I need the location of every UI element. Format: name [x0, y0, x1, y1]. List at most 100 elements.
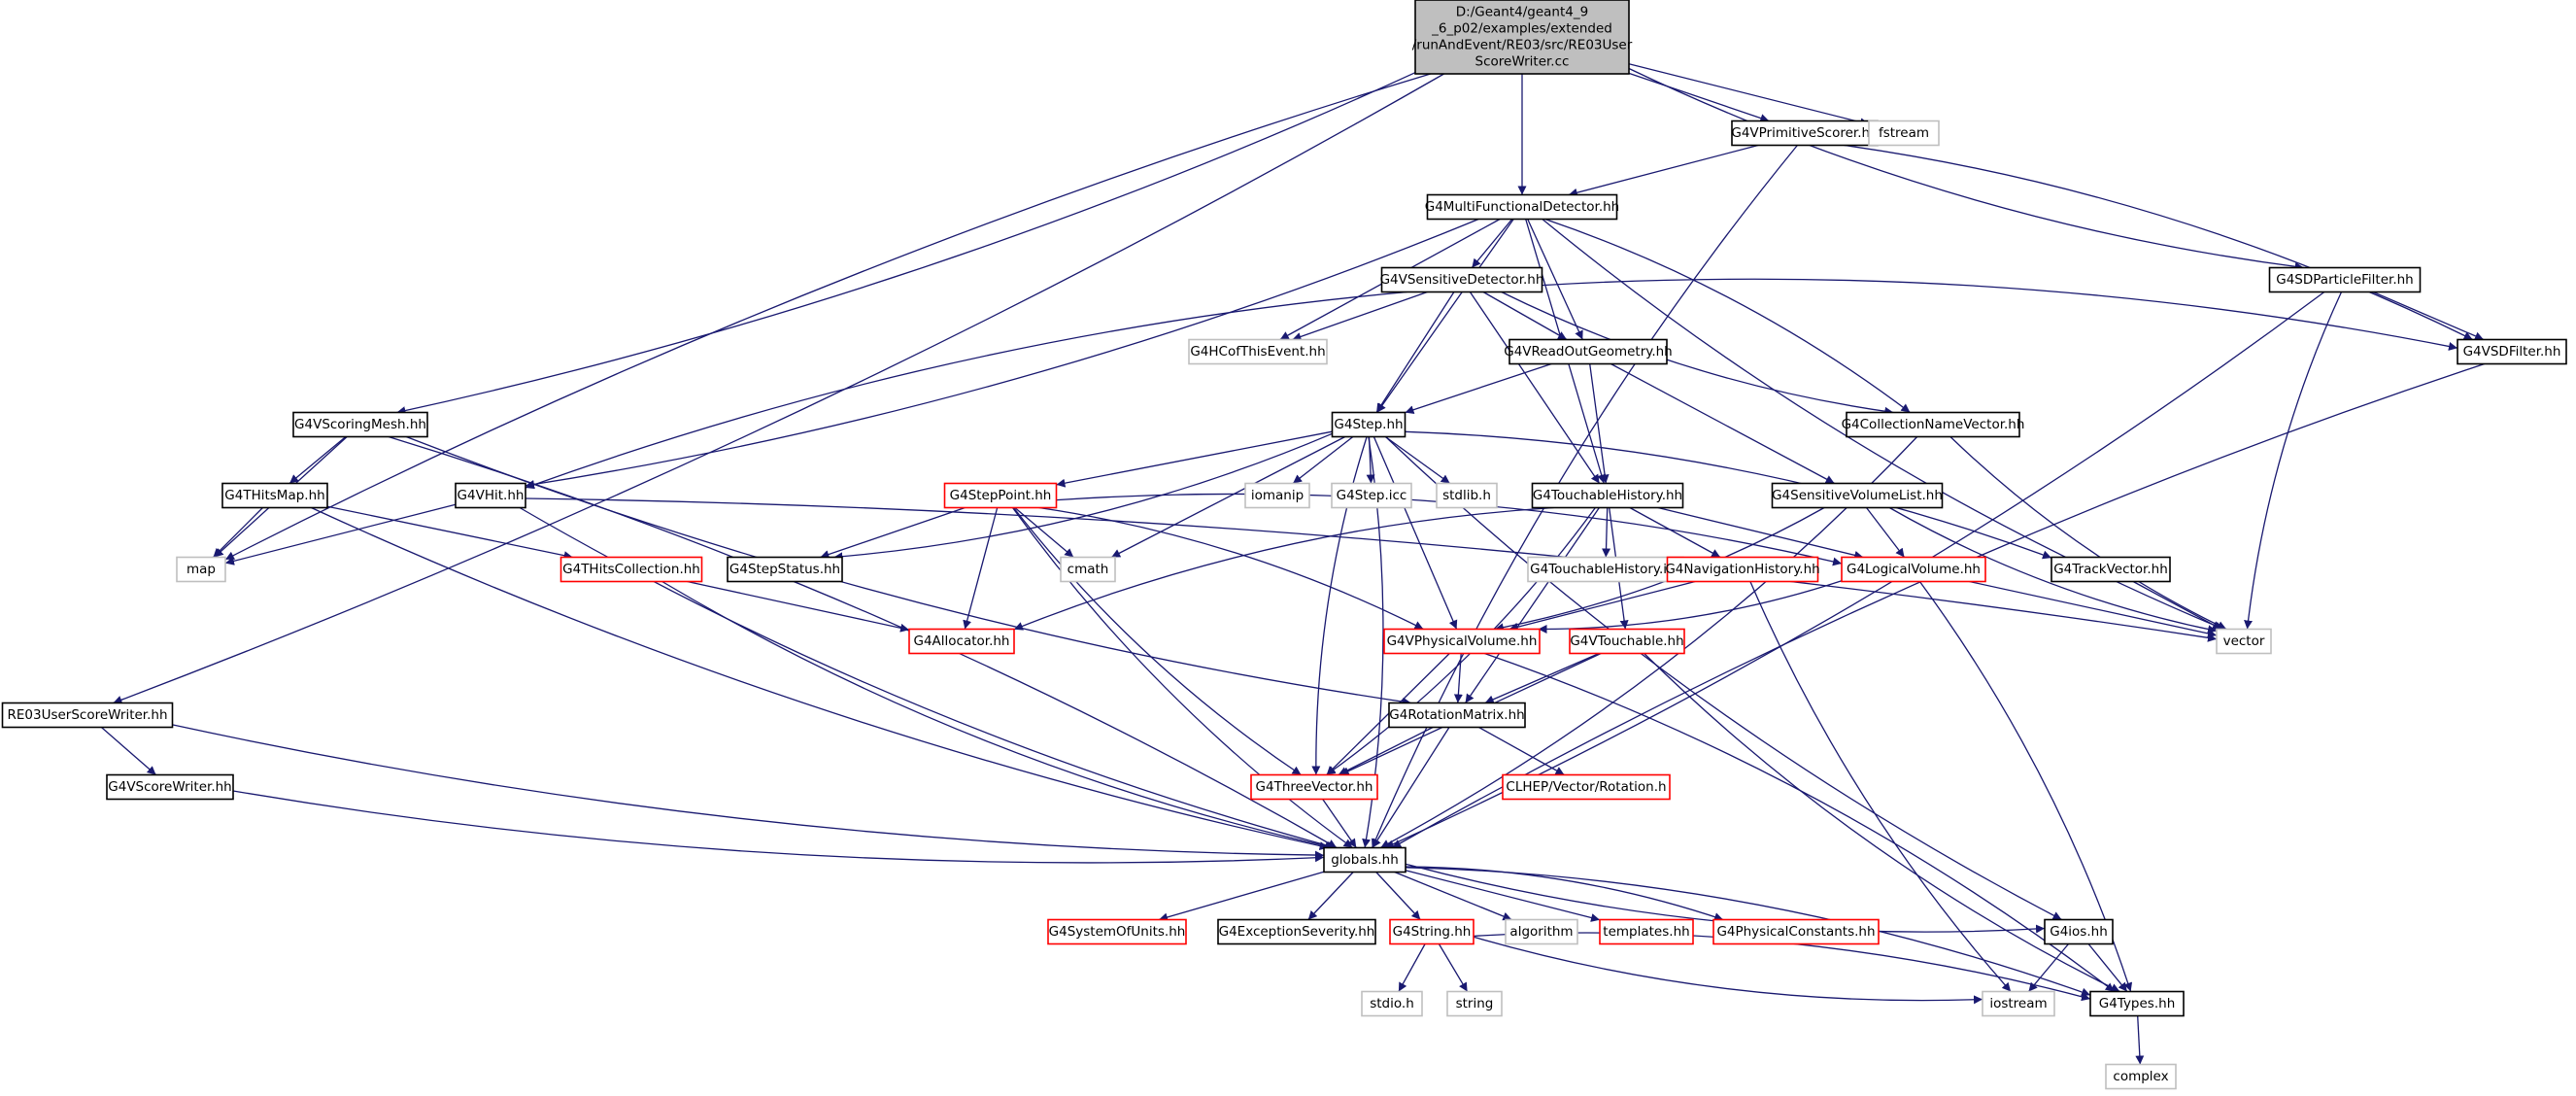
edge-root-to-map	[224, 73, 1431, 561]
node-label: G4THitsCollection.hh	[562, 562, 700, 577]
node-vsensitive[interactable]: G4VSensitiveDetector.hh	[1380, 266, 1544, 293]
edge-readout-to-sensvollist	[1610, 362, 1835, 485]
node-label: iomanip	[1251, 488, 1304, 503]
edge-vtouchable-to-rotmatrix	[1484, 652, 1600, 704]
node-logvol[interactable]: G4LogicalVolume.hh	[1841, 556, 1986, 583]
node-vtouchable[interactable]: G4VTouchable.hh	[1569, 628, 1685, 655]
edge-steppoint-to-globals	[1011, 507, 1353, 849]
edge-touchhist-to-touchhisticc	[1602, 507, 1611, 558]
edge-scoringmesh-to-thitsmap	[288, 435, 347, 485]
edge-steppoint-to-physvol	[1038, 506, 1424, 631]
node-trackvec[interactable]: G4TrackVector.hh	[2051, 556, 2171, 583]
node-root[interactable]: D:/Geant4/geant4_9_6_p02/examples/extend…	[1412, 0, 1633, 75]
node-box	[1982, 990, 2055, 1017]
edge-multifunc-to-step	[1376, 219, 1514, 413]
node-re03writer[interactable]: RE03UserScoreWriter.hh	[1, 702, 174, 729]
node-box	[1361, 990, 1423, 1017]
node-touchhist[interactable]: G4TouchableHistory.hh	[1531, 482, 1684, 509]
node-sdparticle[interactable]: G4SDParticleFilter.hh	[2268, 266, 2422, 293]
node-vprimscorer[interactable]: G4VPrimitiveScorer.hh	[1731, 120, 1879, 147]
node-templates[interactable]: templates.hh	[1599, 918, 1694, 945]
node-readout[interactable]: G4VReadOutGeometry.hh	[1504, 338, 1673, 365]
edge-vsensitive-to-collname	[1501, 291, 1894, 416]
node-g4ios[interactable]: G4ios.hh	[2044, 918, 2114, 945]
node-clheprot[interactable]: CLHEP/Vector/Rotation.h	[1502, 773, 1671, 801]
node-thitscoll[interactable]: G4THitsCollection.hh	[559, 556, 703, 583]
node-box	[1323, 846, 1407, 873]
node-box	[1426, 193, 1618, 221]
edge-multifunc-to-collname	[1544, 218, 1911, 414]
edge-root-to-vprimscorer	[1628, 72, 1770, 122]
node-box	[1436, 482, 1498, 509]
edge-sensvollist-to-logvol	[1865, 507, 1906, 558]
node-label: G4TouchableHistory.icc	[1530, 562, 1681, 577]
node-physvol[interactable]: G4VPhysicalVolume.hh	[1383, 628, 1541, 655]
node-vhit[interactable]: G4VHit.hh	[455, 482, 526, 509]
edges-layer	[100, 63, 2486, 1065]
node-box	[1846, 411, 2020, 438]
edge-re03writer-to-globals	[172, 724, 1325, 860]
edge-logvol-to-physvol	[1538, 580, 1843, 634]
edge-vprimscorer-to-globals	[1371, 145, 1798, 848]
node-box	[1414, 0, 1630, 75]
edge-readout-to-step	[1405, 362, 1552, 415]
node-label: G4VScoreWriter.hh	[108, 779, 231, 795]
edge-trackvec-to-vector	[2132, 580, 2222, 631]
node-g4string[interactable]: G4String.hh	[1389, 918, 1474, 945]
node-label: templates.hh	[1603, 924, 1689, 940]
node-label: G4RotationMatrix.hh	[1389, 707, 1524, 723]
node-scoringmesh[interactable]: G4VScoringMesh.hh	[292, 411, 428, 438]
edge-vprimscorer-to-vsdfilter	[1844, 144, 2473, 341]
node-stepstatus[interactable]: G4StepStatus.hh	[727, 556, 843, 583]
node-collname[interactable]: G4CollectionNameVector.hh	[1842, 411, 2025, 438]
node-globals[interactable]: globals.hh	[1323, 846, 1407, 873]
node-box	[1531, 482, 1684, 509]
node-box	[1047, 918, 1187, 945]
edge-sdparticle-to-vector	[2244, 291, 2343, 630]
node-step[interactable]: G4Step.hh	[1331, 411, 1407, 438]
node-vsdfilter[interactable]: G4VSDFilter.hh	[2457, 338, 2567, 365]
node-box	[1712, 918, 1880, 945]
node-label: G4ThreeVector.hh	[1256, 779, 1373, 795]
node-box	[2089, 990, 2185, 1017]
node-threevector[interactable]: G4ThreeVector.hh	[1250, 773, 1378, 801]
node-cmath: cmath	[1060, 556, 1116, 583]
node-label: RE03UserScoreWriter.hh	[7, 707, 167, 723]
edge-readout-to-touchhist	[1589, 363, 1610, 484]
node-steppoint[interactable]: G4StepPoint.hh	[943, 482, 1058, 509]
edge-rotmatrix-to-clheprot	[1478, 726, 1565, 776]
edge-vtouchable-to-g4types	[1644, 653, 2120, 993]
edge-steppoint-to-allocator	[963, 507, 999, 630]
node-box	[2105, 1063, 2177, 1090]
node-label: G4PhysicalConstants.hh	[1716, 924, 1875, 940]
node-stdlib: stdlib.h	[1436, 482, 1498, 509]
edge-threevector-to-globals	[1322, 799, 1357, 848]
node-label: G4TrackVector.hh	[2053, 562, 2168, 577]
edge-root-to-re03writer	[113, 73, 1444, 704]
node-rotmatrix[interactable]: G4RotationMatrix.hh	[1388, 702, 1526, 729]
node-label: algorithm	[1509, 924, 1573, 940]
edge-navhist-to-physvol	[1508, 580, 1696, 632]
node-sensvollist[interactable]: G4SensitiveVolumeList.hh	[1771, 482, 1944, 509]
node-label: G4Step.icc	[1337, 488, 1407, 503]
node-allocator[interactable]: G4Allocator.hh	[908, 628, 1015, 655]
edge-g4string-to-string	[1438, 943, 1469, 992]
node-vscorewriter[interactable]: G4VScoreWriter.hh	[106, 773, 234, 801]
node-thitsmap[interactable]: G4THitsMap.hh	[221, 482, 328, 509]
node-label: G4StepPoint.hh	[950, 488, 1052, 503]
edge-vsensitive-to-hcofthisevent	[1292, 291, 1428, 341]
node-label: cmath	[1068, 562, 1109, 577]
node-physconst[interactable]: G4PhysicalConstants.hh	[1712, 918, 1880, 945]
edge-thitsmap-to-globals	[311, 506, 1329, 850]
node-navhist[interactable]: G4NavigationHistory.hh	[1665, 556, 1820, 583]
edge-vhit-to-vector	[525, 497, 2218, 642]
node-multifunc[interactable]: G4MultiFunctionalDetector.hh	[1425, 193, 1619, 221]
node-box	[727, 556, 843, 583]
node-sysunits[interactable]: G4SystemOfUnits.hh	[1047, 918, 1187, 945]
node-excseverity[interactable]: G4ExceptionSeverity.hh	[1217, 918, 1376, 945]
node-g4types[interactable]: G4Types.hh	[2089, 990, 2185, 1017]
edge-g4ios-to-g4types	[2087, 943, 2128, 992]
node-box	[1666, 556, 1819, 583]
node-complex: complex	[2105, 1063, 2177, 1090]
